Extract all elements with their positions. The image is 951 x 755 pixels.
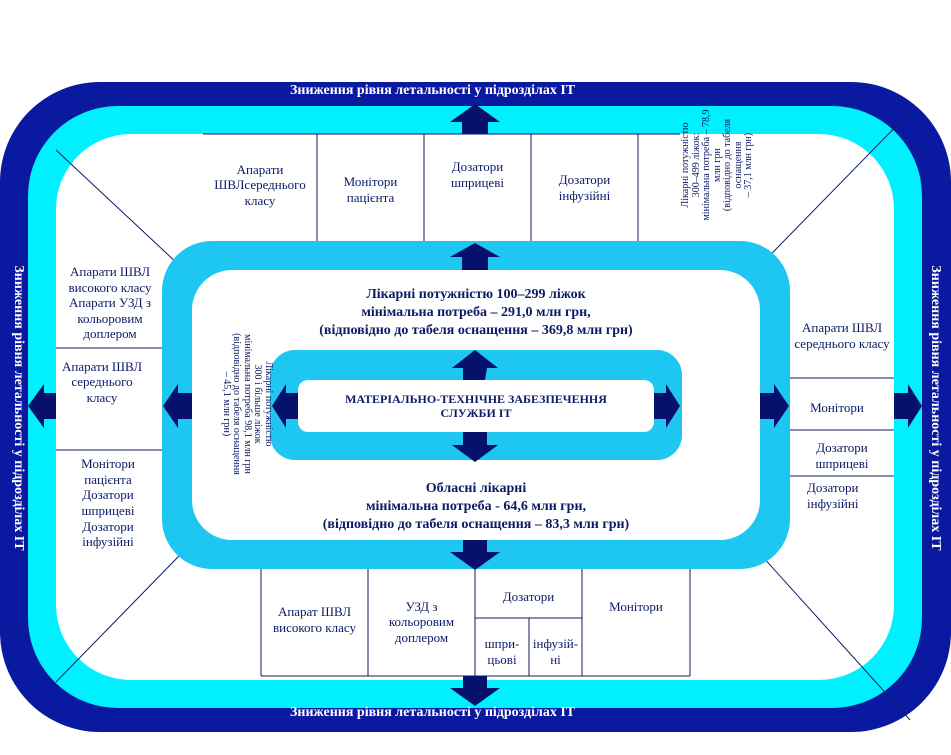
arrow-top-outer [450,104,500,134]
arrow-left-outer [28,384,56,428]
band-label-top: Зниження рівня летальності у підрозділах… [290,83,576,98]
left-cell-2: Апарати ШВЛ середнього класу [61,358,143,405]
top-cell-3: Дозатори шприцеві [451,159,504,190]
arrow-right-mid [760,384,789,428]
top-cell-4: Дозатори інфузійні [558,172,611,203]
band-label-right: Зниження рівня летальності у підрозділах… [928,265,943,551]
right-cell-4: Дозатори інфузійні [807,480,859,511]
top-grid [203,133,680,245]
right-cell-2: Монітори [810,400,864,416]
arrow-right-outer [894,384,922,428]
arrow-left-mid [163,384,192,428]
arrow-bottom-mid [450,540,500,570]
right-grid [790,377,894,477]
arrow-bottom-inner [452,432,498,462]
upper-group-line1: Лікарні потужністю 100–299 ліжок [366,286,586,302]
bottom-cell-1: Апарат ШВЛ високого класу [273,604,356,635]
lower-group-line2: мінімальна потреба - 64,6 млн грн, [365,498,587,514]
arrows [28,104,922,706]
center-label: МАТЕРІАЛЬНО-ТЕХНІЧНЕ ЗАБЕЗПЕЧЕННЯ СЛУЖБИ… [345,391,607,420]
top-cell-1: Апарати ШВЛсереднього класу [214,161,306,208]
lower-group-line1: Обласні лікарні [425,480,527,496]
arrow-top-inner [452,350,498,380]
left-cell-1: Апарати ШВЛ високого класу Апарати УЗД з… [68,264,152,342]
bottom-cell-6: Монітори [609,599,663,615]
left-cell-3: Монітори пацієнта Дозатори шприцеві Доза… [81,456,135,550]
band-label-left: Зниження рівня летальності у підрозділах… [11,265,26,551]
right-cell-3: Дозатори шприцеві [815,440,869,471]
upper-group-line2: мінімальна потреба – 291,0 млн грн, [361,304,591,320]
bottom-cell-5: інфузій- ні [532,636,579,667]
right-cell-1: Апарати ШВЛ середнього класу [794,320,890,351]
left-grid [56,347,163,451]
arrow-left-inner [272,384,298,428]
top-cell-2: Монітори пацієнта [343,174,398,205]
bottom-cell-4: шпри- цьові [484,636,520,667]
lower-group-line3: (відповідно до табеля оснащення – 83,3 м… [322,516,630,532]
bottom-cell-3: Дозатори [502,589,555,605]
bottom-cell-2: УЗД з кольоровим доплером [388,598,455,645]
right-group-rotated: Лікарні потужністю 300–499 ліжок: мініма… [680,109,754,221]
inner-white [298,380,654,432]
arrow-right-inner [654,384,680,428]
upper-group-line3: (відповідно до табеля оснащення – 369,8 … [319,322,633,338]
arrow-top-mid [450,243,500,270]
left-group-rotated: Лікарні потужністю 300 і більше ліжок мі… [221,333,274,475]
arrow-bottom-outer [450,676,500,706]
band-label-bottom: Зниження рівня летальності у підрозділах… [290,705,576,720]
